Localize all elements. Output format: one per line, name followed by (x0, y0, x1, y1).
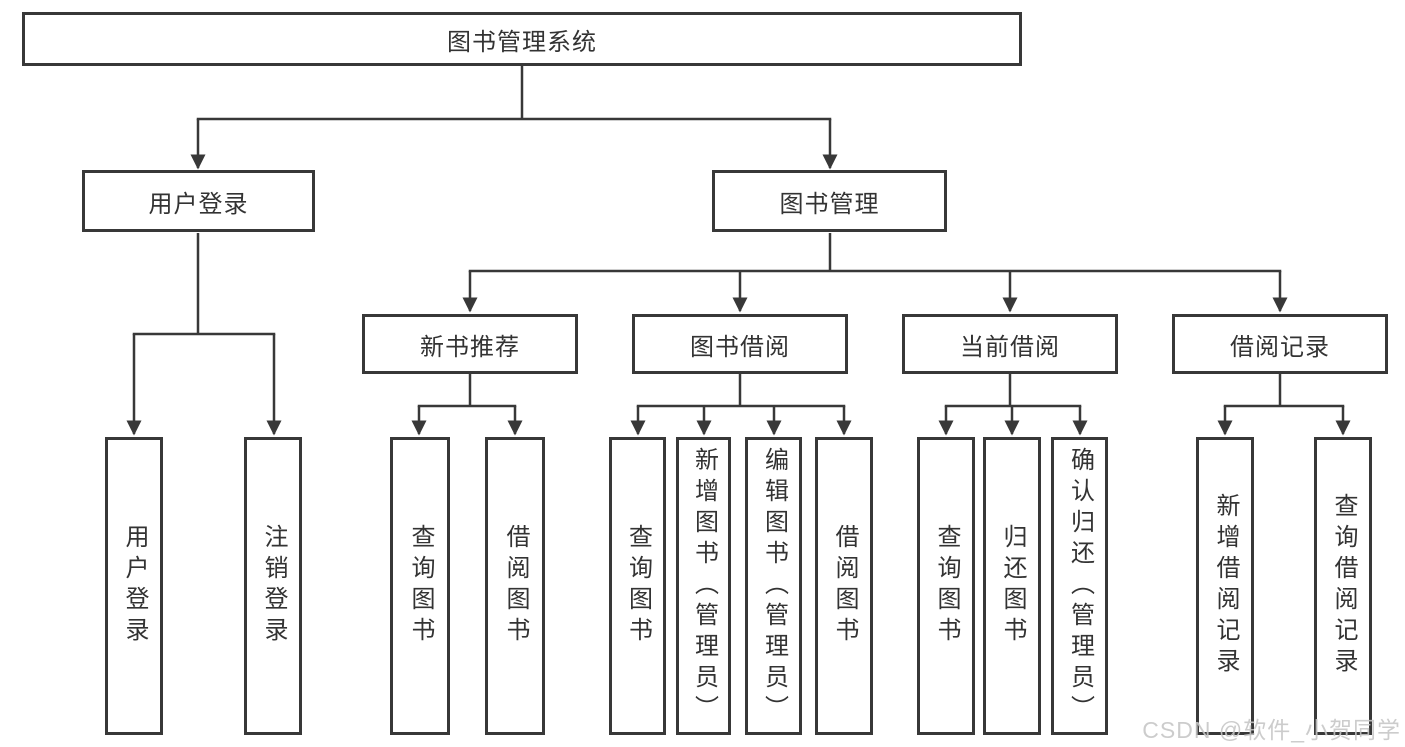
node-leaf-bb-edit: 编辑图书（管理员） (745, 437, 802, 735)
node-leaf-nb-borrow-label: 借阅图书 (502, 524, 529, 648)
node-leaf-nb-borrow: 借阅图书 (485, 437, 545, 735)
node-book-mgmt: 图书管理 (712, 170, 947, 232)
node-leaf-cb-query-label: 查询图书 (933, 524, 960, 648)
node-leaf-br-query: 查询借阅记录 (1314, 437, 1372, 735)
node-leaf-logout-label: 注销登录 (260, 524, 287, 648)
node-leaf-cb-return-label: 归还图书 (999, 524, 1026, 648)
node-leaf-cb-return: 归还图书 (983, 437, 1041, 735)
node-leaf-br-add-label: 新增借阅记录 (1212, 493, 1239, 679)
node-book-borrow-label: 图书借阅 (690, 333, 790, 361)
node-leaf-br-query-label: 查询借阅记录 (1330, 493, 1357, 679)
node-new-book-rec: 新书推荐 (362, 314, 578, 374)
node-leaf-bb-borrow: 借阅图书 (815, 437, 873, 735)
node-leaf-user-login: 用户登录 (105, 437, 163, 735)
node-borrow-records-label: 借阅记录 (1230, 333, 1330, 361)
node-book-borrow: 图书借阅 (632, 314, 848, 374)
node-leaf-nb-query-label: 查询图书 (407, 524, 434, 648)
node-leaf-bb-borrow-label: 借阅图书 (831, 524, 858, 648)
csdn-watermark: CSDN @软件_小贺同学 (1142, 717, 1401, 743)
node-leaf-bb-add: 新增图书（管理员） (676, 437, 731, 735)
node-current-borrow-label: 当前借阅 (960, 333, 1060, 361)
node-leaf-user-login-label: 用户登录 (121, 524, 148, 648)
node-borrow-records: 借阅记录 (1172, 314, 1388, 374)
node-leaf-br-add: 新增借阅记录 (1196, 437, 1254, 735)
node-leaf-bb-query: 查询图书 (609, 437, 666, 735)
node-leaf-nb-query: 查询图书 (390, 437, 450, 735)
node-root-label: 图书管理系统 (447, 28, 597, 56)
node-leaf-cb-confirm: 确认归还（管理员） (1051, 437, 1108, 735)
node-leaf-bb-query-label: 查询图书 (624, 524, 652, 648)
node-user-login-label: 用户登录 (148, 190, 249, 218)
node-book-mgmt-label: 图书管理 (779, 190, 880, 218)
node-user-login: 用户登录 (82, 170, 315, 232)
node-leaf-cb-confirm-label: 确认归还（管理员） (1066, 446, 1094, 726)
node-leaf-bb-add-label: 新增图书（管理员） (690, 446, 718, 726)
node-new-book-rec-label: 新书推荐 (420, 333, 520, 361)
node-root: 图书管理系统 (22, 12, 1022, 66)
node-leaf-bb-edit-label: 编辑图书（管理员） (760, 446, 788, 726)
node-leaf-logout: 注销登录 (244, 437, 302, 735)
node-leaf-cb-query: 查询图书 (917, 437, 975, 735)
node-current-borrow: 当前借阅 (902, 314, 1118, 374)
